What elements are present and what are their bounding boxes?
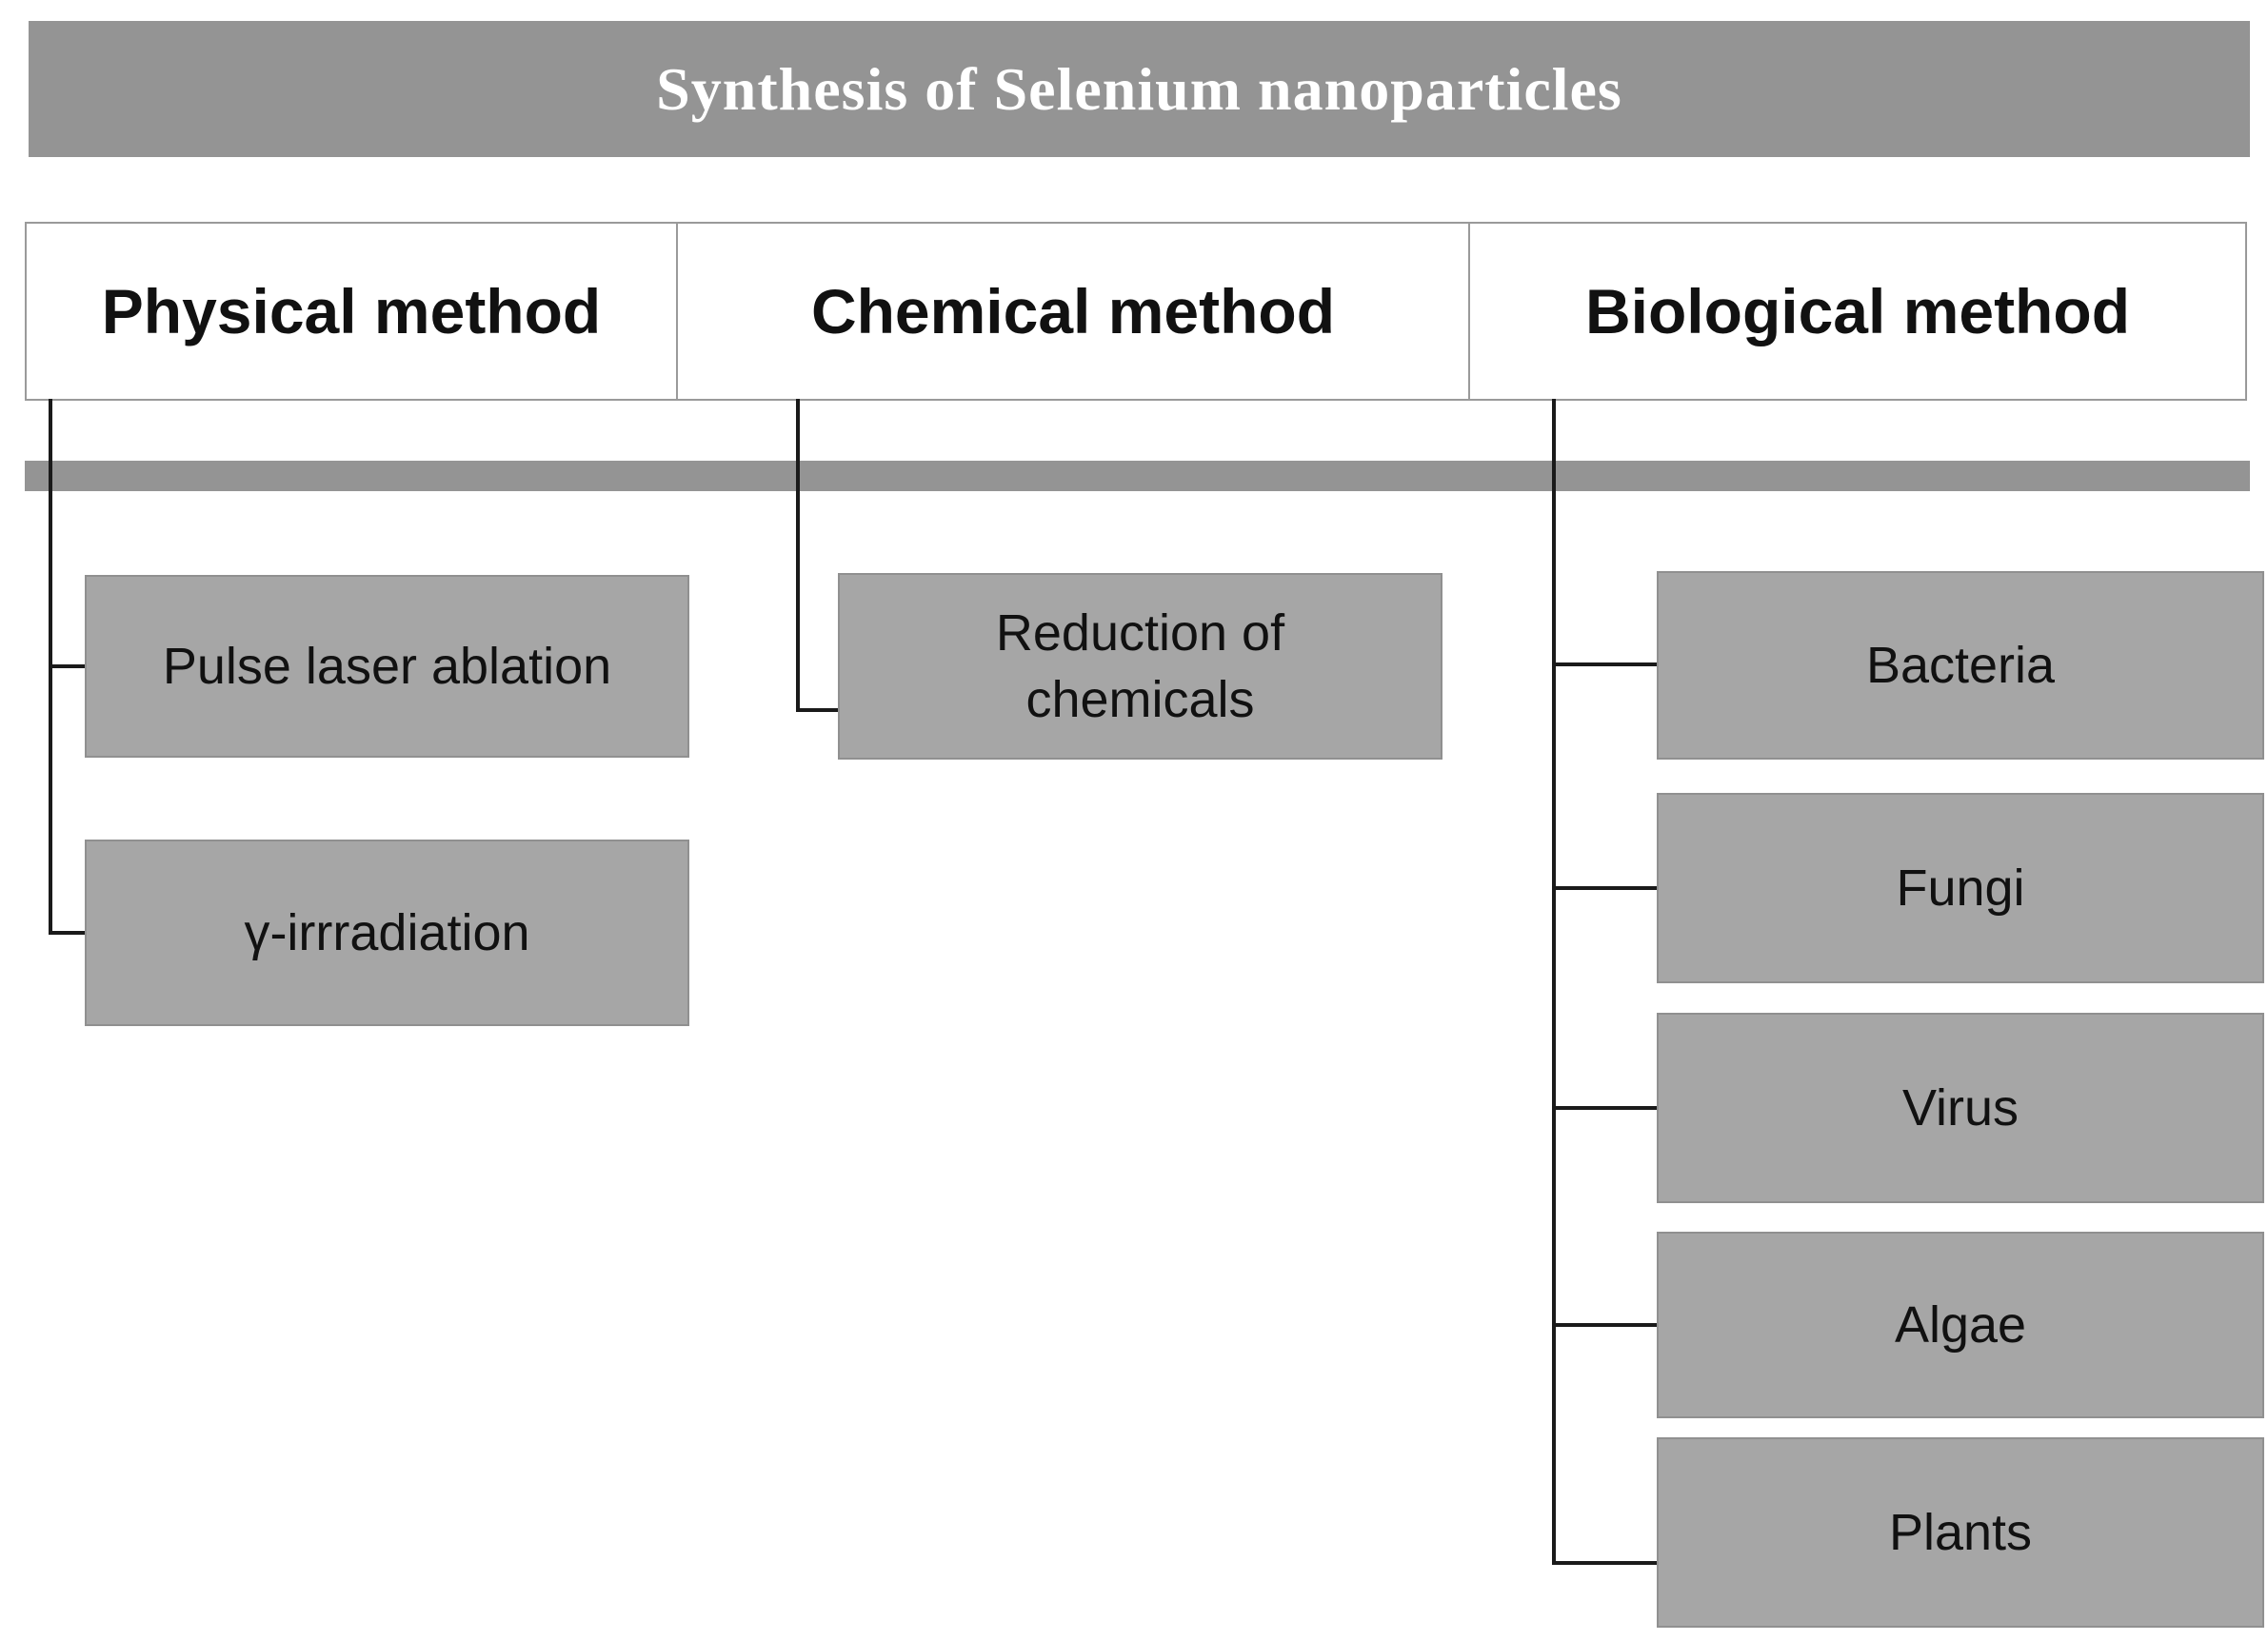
connector-biological-to-virus	[1552, 1106, 1657, 1110]
chemical-method-label: Chemical method	[810, 276, 1336, 346]
plants-label: Plants	[1888, 1503, 2033, 1561]
node-plants: Plants	[1657, 1437, 2264, 1628]
pulse-laser-ablation-label: Pulse laser ablation	[162, 637, 612, 695]
diagram-title: Synthesis of Selenium nanoparticles	[656, 54, 1622, 123]
physical-method-label: Physical method	[101, 276, 602, 346]
node-gamma-irradiation: γ-irrradiation	[85, 840, 689, 1026]
connector-biological-to-fungi	[1552, 886, 1657, 890]
connector-chemical-to-reduction	[796, 708, 838, 712]
algae-label: Algae	[1894, 1295, 2027, 1354]
node-fungi: Fungi	[1657, 793, 2264, 983]
connector-biological-to-plants	[1552, 1561, 1657, 1565]
node-reduction-of-chemicals: Reduction of chemicals	[838, 573, 1442, 760]
header-biological-method: Biological method	[1468, 222, 2247, 401]
divider-bar	[25, 461, 2250, 491]
header-physical-method: Physical method	[25, 222, 678, 401]
connector-physical-to-pulse	[49, 664, 85, 668]
node-algae: Algae	[1657, 1232, 2264, 1418]
bacteria-label: Bacteria	[1865, 636, 2056, 694]
connector-biological-to-algae	[1552, 1323, 1657, 1327]
virus-label: Virus	[1901, 1078, 2019, 1137]
node-pulse-laser-ablation: Pulse laser ablation	[85, 575, 689, 758]
biological-method-label: Biological method	[1584, 276, 2131, 346]
node-bacteria: Bacteria	[1657, 571, 2264, 760]
connector-biological-to-bacteria	[1552, 662, 1657, 666]
connector-physical-to-gamma	[49, 931, 85, 935]
node-virus: Virus	[1657, 1013, 2264, 1203]
connector-biological-vertical	[1552, 399, 1556, 1565]
connector-chemical-vertical	[796, 399, 800, 712]
title-banner: Synthesis of Selenium nanoparticles	[29, 21, 2250, 157]
reduction-of-chemicals-label: Reduction of chemicals	[995, 603, 1285, 728]
header-chemical-method: Chemical method	[676, 222, 1470, 401]
gamma-irradiation-label: γ-irrradiation	[244, 903, 530, 961]
fungi-label: Fungi	[1896, 859, 2025, 917]
